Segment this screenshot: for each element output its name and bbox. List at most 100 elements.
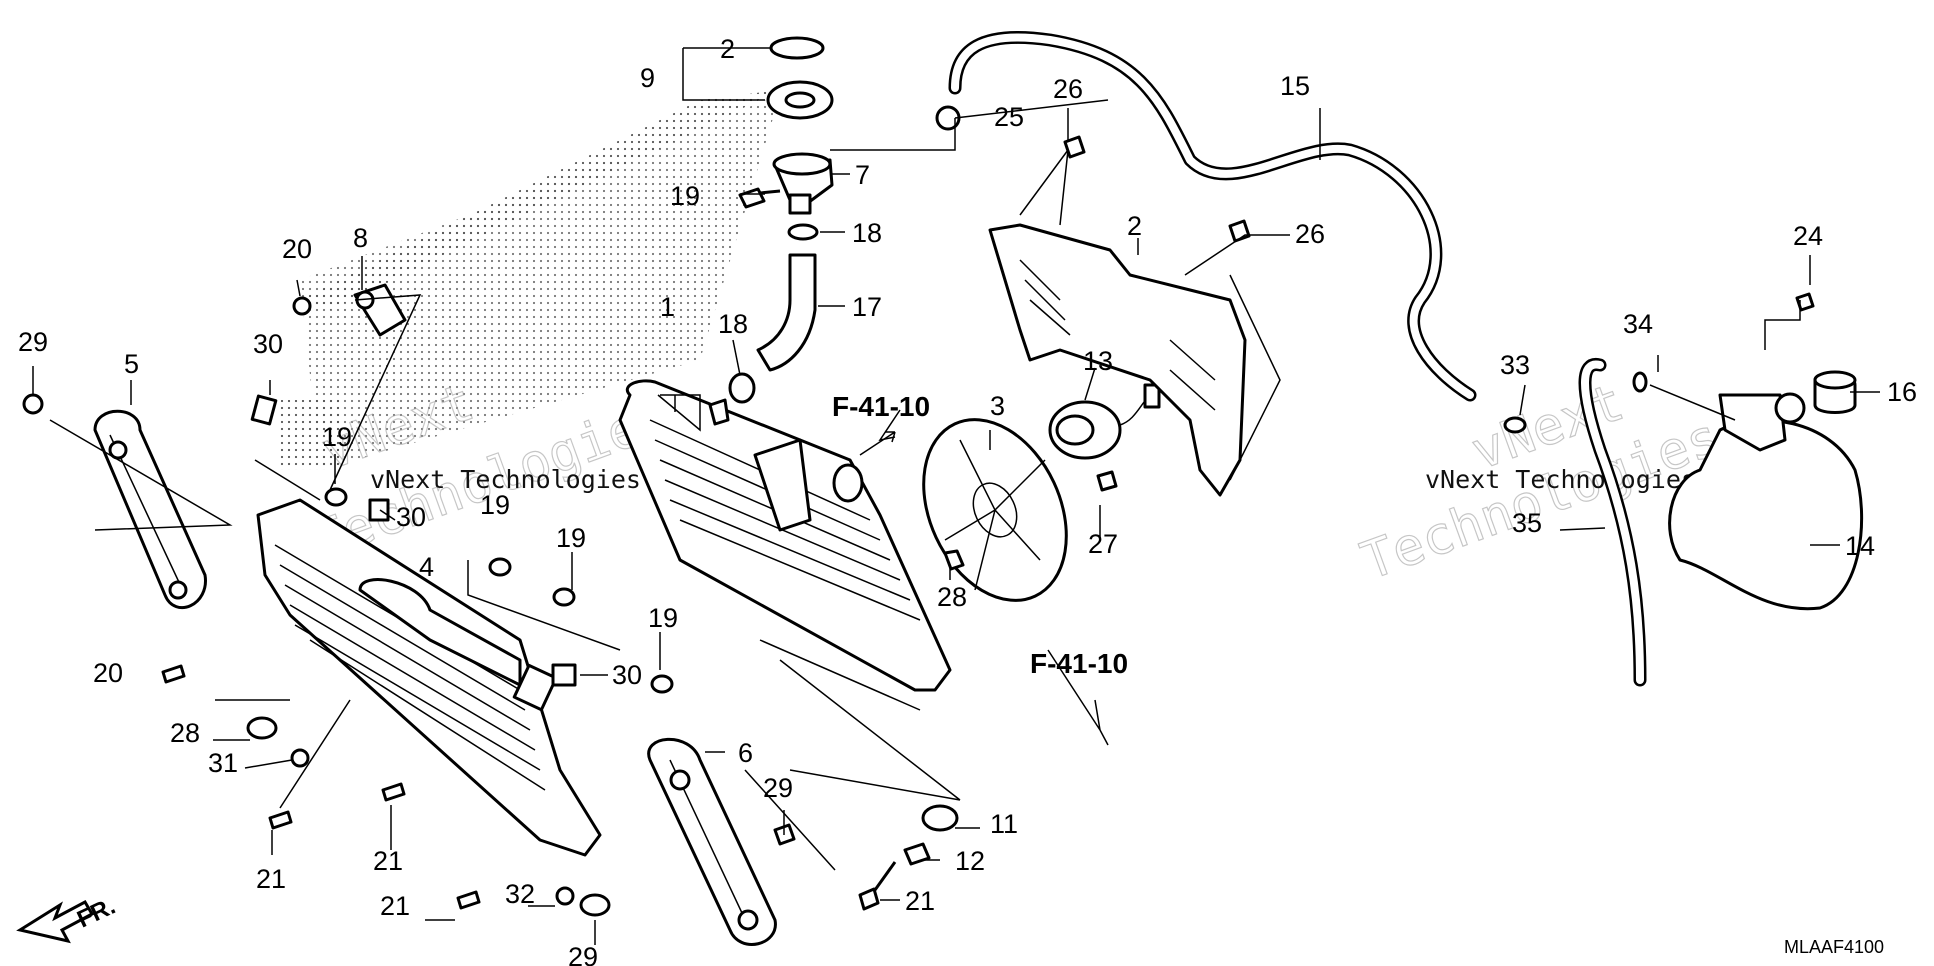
callout-22: 19 — [670, 181, 700, 211]
callout-4: 4 — [419, 552, 434, 582]
reserve-tank — [1668, 392, 1864, 611]
callout-13: 13 — [1083, 346, 1113, 376]
callout-31: 32 — [505, 879, 535, 909]
reserve-hose — [1578, 358, 1647, 687]
callout-21: 21 — [256, 864, 286, 894]
svg-text:vNext Technologies: vNext Technologies — [370, 465, 641, 494]
grommet — [921, 804, 959, 832]
o-ring — [769, 36, 825, 60]
callout-31: 31 — [208, 748, 238, 778]
screw — [381, 782, 406, 802]
callout-25: 26 — [1053, 74, 1083, 104]
callout-21: 21 — [380, 891, 410, 921]
fan-motor — [1048, 383, 1161, 460]
callout-18: 18 — [852, 218, 882, 248]
callout-18: 18 — [718, 309, 748, 339]
screw — [268, 810, 293, 830]
side-cover-left — [93, 409, 207, 609]
callout-27: 27 — [1088, 529, 1118, 559]
drawing-code: MLAAF4100 — [1784, 937, 1884, 957]
callout-1: 1 — [660, 292, 675, 322]
callout-24: 20 — [282, 234, 312, 264]
callout-11: 11 — [990, 809, 1018, 839]
fan-shroud — [988, 223, 1247, 497]
leader-lines — [32, 47, 1880, 945]
grommet — [650, 674, 674, 694]
callout-19: 19 — [480, 490, 510, 520]
callout-30: 30 — [612, 660, 642, 690]
nut — [290, 748, 310, 768]
callout-29: 28 — [170, 718, 200, 748]
callout-12: 12 — [955, 846, 985, 876]
callout-20: 21 — [905, 886, 935, 916]
callout-3: 3 — [990, 391, 1005, 421]
nut — [943, 549, 965, 571]
svg-text:vNext Technologies: vNext Technologies — [1425, 465, 1696, 494]
callout-19: 19 — [322, 422, 352, 452]
callout-28: 28 — [937, 582, 967, 612]
collar — [903, 842, 931, 866]
ref-label: F-41-10 — [832, 391, 930, 422]
callout-26: 29 — [763, 773, 793, 803]
callout-2: 2 — [1127, 211, 1142, 241]
bolt — [1096, 470, 1118, 492]
side-cover-right — [647, 737, 777, 946]
callout-34: 34 — [1623, 309, 1653, 339]
bolt — [22, 393, 44, 415]
clamp — [1503, 416, 1527, 434]
nut — [368, 498, 390, 522]
callout-7: 7 — [855, 160, 870, 190]
ref-arrow — [859, 431, 896, 456]
nut — [250, 394, 278, 426]
stipple-shading — [280, 90, 780, 470]
callout-19: 19 — [648, 603, 678, 633]
callout-21: 21 — [373, 846, 403, 876]
callout-25: 26 — [1295, 219, 1325, 249]
callout-15: 15 — [1280, 71, 1310, 101]
callouts: 2 9 25 7 19 18 17 18 1 8 20 29 5 30 19 3… — [18, 34, 1917, 966]
radiator-left — [256, 498, 602, 857]
callout-8: 8 — [353, 223, 368, 253]
radiator-cap — [766, 80, 834, 120]
callout-29: 29 — [568, 942, 598, 966]
callout-9: 9 — [640, 63, 655, 93]
callout-32: 33 — [1500, 350, 1530, 380]
hose-clamp — [787, 223, 819, 241]
front-label: FR. — [73, 893, 119, 934]
callout-26: 29 — [18, 327, 48, 357]
reserve-cap — [1813, 370, 1857, 414]
bolt — [738, 187, 781, 209]
radiator-right — [618, 379, 952, 692]
grommet — [324, 487, 348, 507]
ref-label: F-41-10 — [1030, 648, 1128, 679]
screw — [456, 890, 481, 910]
grommet — [488, 557, 512, 577]
callout-30: 30 — [253, 329, 283, 359]
overflow-hose — [948, 30, 1477, 402]
front-arrow-icon: FR. — [16, 893, 120, 944]
water-hose — [756, 253, 817, 372]
callout-19: 19 — [556, 523, 586, 553]
callout-23: 24 — [1793, 221, 1823, 251]
screw — [161, 664, 186, 684]
callout-5: 5 — [124, 349, 139, 379]
callout-33: 25 — [994, 102, 1024, 132]
hose-clamp — [728, 372, 756, 404]
sensor — [353, 283, 407, 337]
nut — [555, 886, 575, 906]
filler-neck — [772, 152, 834, 215]
nut — [551, 663, 577, 687]
bolt — [292, 296, 312, 316]
callout-6: 6 — [738, 738, 753, 768]
bolt — [858, 861, 897, 911]
washer — [246, 716, 278, 740]
callout-10: 2 — [720, 34, 735, 64]
callout-30: 30 — [396, 502, 426, 532]
washer — [579, 893, 611, 917]
callout-17: 17 — [852, 292, 882, 322]
clip — [1632, 371, 1648, 393]
callout-35: 35 — [1512, 508, 1542, 538]
grommet — [552, 587, 576, 607]
callout-21: 20 — [93, 658, 123, 688]
